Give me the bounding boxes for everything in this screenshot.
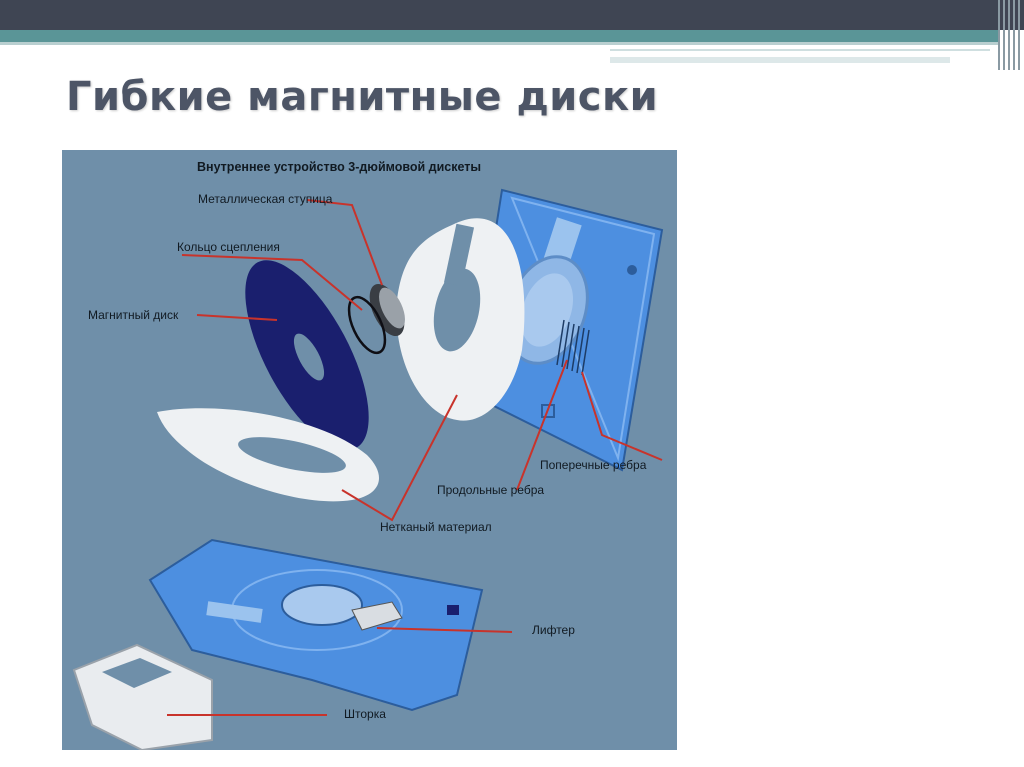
upper-case-half [470,188,664,472]
label-cross-ribs: Поперечные ребра [540,458,647,472]
label-lifter: Лифтер [532,623,575,637]
lower-case-half [148,538,484,712]
label-long-ribs: Продольные ребра [437,483,545,497]
label-metal-hub: Металлическая ступица [198,192,333,206]
diagram-heading: Внутреннее устройство 3-дюймовой дискеты [197,160,482,174]
clutch-ring [347,295,387,355]
metal-hub [369,283,405,337]
header-dark-band [0,0,1024,30]
shutter [72,643,213,750]
floppy-exploded-illustration [72,188,664,750]
magnetic-disk [245,260,369,450]
page-title: Гибкие магнитные диски [66,74,659,120]
header-stripes [996,0,1024,70]
label-magnetic-disk: Магнитный диск [88,308,179,322]
nonwoven-lower [157,408,379,502]
label-shutter: Шторка [344,707,386,721]
header-thin-line [0,42,1000,45]
floppy-diagram: Внутреннее устройство 3-дюймовой дискеты… [62,150,677,750]
header-teal-band [0,30,1000,42]
label-nonwoven: Нетканый материал [380,520,492,534]
header-decoration [610,45,1000,67]
nonwoven-upper [396,218,525,421]
label-clutch-ring: Кольцо сцепления [177,240,280,254]
leader-lines [167,199,663,716]
